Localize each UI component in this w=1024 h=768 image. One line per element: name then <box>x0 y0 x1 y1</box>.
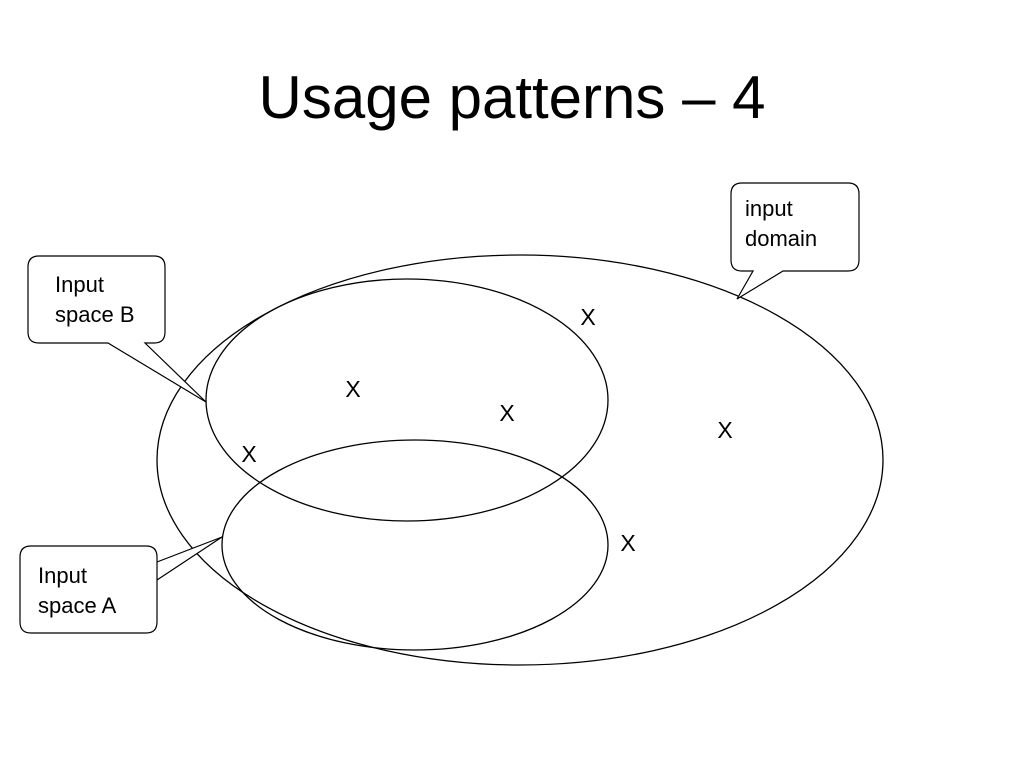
input-space-b-ellipse <box>205 278 609 522</box>
callout-input-space-a-line-1: Input <box>38 563 87 588</box>
callout-input-space-b-line-1: Input <box>55 272 104 297</box>
callout-input-space-b-text: Input space B <box>55 272 135 327</box>
slide-title: Usage patterns – 4 <box>258 64 766 131</box>
input-space-a-ellipse <box>221 439 609 651</box>
point-marker: X <box>580 304 595 330</box>
callout-input-space-a <box>19 536 223 634</box>
point-marker: X <box>241 441 256 467</box>
point-marker: X <box>345 376 360 402</box>
point-marker: X <box>717 417 732 443</box>
point-marker: X <box>499 400 514 426</box>
callout-input-space-b-line-2: space B <box>55 302 135 327</box>
callout-input-domain <box>730 182 860 300</box>
callout-input-space-a-line-2: space A <box>38 593 117 618</box>
point-marker: X <box>620 530 635 556</box>
callout-input-domain-text: input domain <box>745 196 817 251</box>
callout-input-space-a-text: Input space A <box>38 563 117 618</box>
callout-input-space-b <box>27 255 207 403</box>
callout-input-domain-line-1: input <box>745 196 793 221</box>
input-domain-ellipse <box>156 254 884 666</box>
callout-input-domain-line-2: domain <box>745 226 817 251</box>
